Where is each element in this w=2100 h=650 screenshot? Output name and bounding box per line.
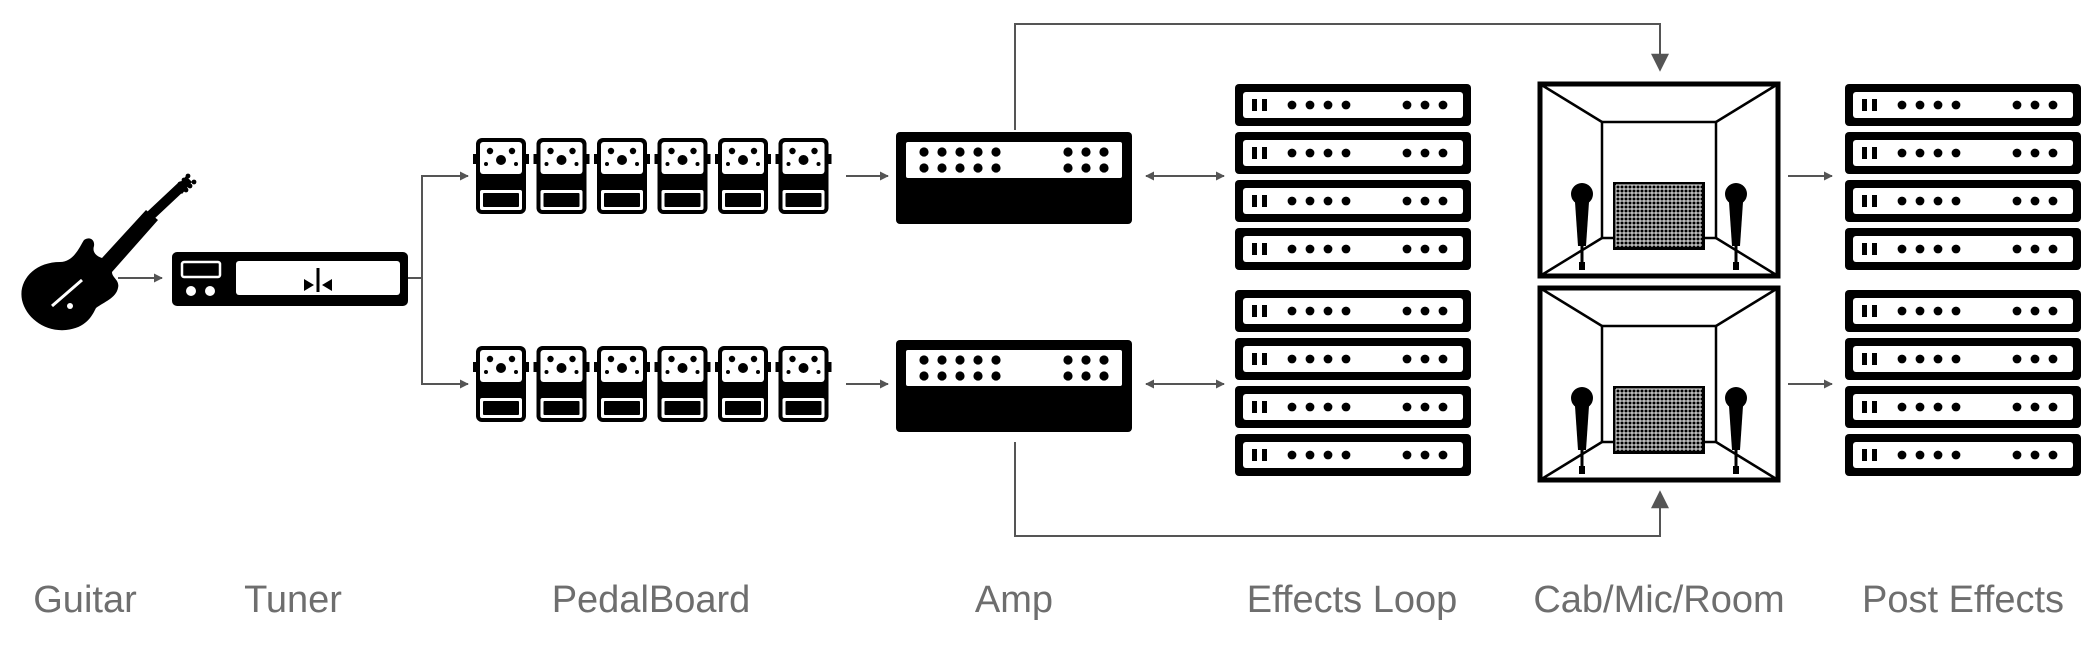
tuner-icon [172,252,408,306]
stage-label-post-effects: Post Effects [1862,579,2064,621]
pedal-icon: FX [594,346,650,422]
effects-loop-rack [1235,84,1471,476]
rack-unit-icon [1845,84,2081,126]
stage-label-tuner: Tuner [244,579,342,621]
pedal-icon: FX [533,346,590,422]
pedal-label: FX [556,385,568,395]
rack-unit-icon [1235,338,1471,380]
cab-room-icon [1537,285,1781,483]
pedal-icon: FX [473,138,529,214]
pedal-label: FX [495,385,507,395]
rack-unit-icon [1845,228,2081,270]
stage-label-cab-mic-room: Cab/Mic/Room [1533,579,1784,621]
pedal-label: FX [616,177,628,187]
pedal-icon: FX [594,138,650,214]
rack-unit-icon [1845,338,2081,380]
cab-room-icon [1537,81,1781,279]
pedal-label: FX [616,385,628,395]
pedal-label: FX [737,177,749,187]
microphone-icon [1725,183,1747,270]
pedal-icon: FX [533,138,590,214]
stage-label-guitar: Guitar [33,579,137,621]
pedal-icon: FX [775,346,832,422]
post-effects-rack [1845,84,2081,476]
pedal-icon: FX [473,346,529,422]
rack-unit-icon [1845,386,2081,428]
rack-unit-icon [1845,434,2081,476]
rack-unit-icon [1845,180,2081,222]
rack-unit-icon [1235,180,1471,222]
pedal-label: FX [798,177,810,187]
pedal-icon: FX [654,346,711,422]
arrow-icon [421,278,469,389]
connection-arrows [118,23,1833,537]
microphone-icon [1571,183,1593,270]
pedal-label: FX [737,385,749,395]
guitar-icon [21,173,197,331]
pedal-icon: FX [715,346,771,422]
pedal-label: FX [798,385,810,395]
arrow-icon [408,171,469,279]
rack-unit-icon [1845,290,2081,332]
rack-unit-icon [1235,132,1471,174]
microphone-icon [1725,387,1747,474]
amp-group [896,132,1132,432]
pedal-icon: FX [775,138,832,214]
arrow-icon [1014,23,1669,130]
microphone-icon [1571,387,1593,474]
pedal-label: FX [495,177,507,187]
rack-unit-icon [1235,386,1471,428]
pedal-label: FX [556,177,568,187]
rack-unit-icon [1235,84,1471,126]
pedal-label: FX [677,177,689,187]
pedal-icon: FX [715,138,771,214]
arrow-icon [1014,442,1669,537]
amp-head-icon [896,132,1132,224]
amp-head-icon [896,340,1132,432]
rack-unit-icon [1845,132,2081,174]
stage-label-amp: Amp [975,579,1053,621]
stage-labels: Guitar Tuner PedalBoard Amp Effects Loop… [33,579,2064,621]
stage-label-effects-loop: Effects Loop [1247,579,1458,621]
cab-mic-room-group [1537,81,1781,483]
pedalboard-group: FX FX FX FX FX FX FX FX FX FX FX FX [473,138,832,422]
pedal-label: FX [677,385,689,395]
rack-unit-icon [1235,228,1471,270]
stage-label-pedalboard: PedalBoard [552,579,751,621]
rack-unit-icon [1235,290,1471,332]
rack-unit-icon [1235,434,1471,476]
pedal-icon: FX [654,138,711,214]
